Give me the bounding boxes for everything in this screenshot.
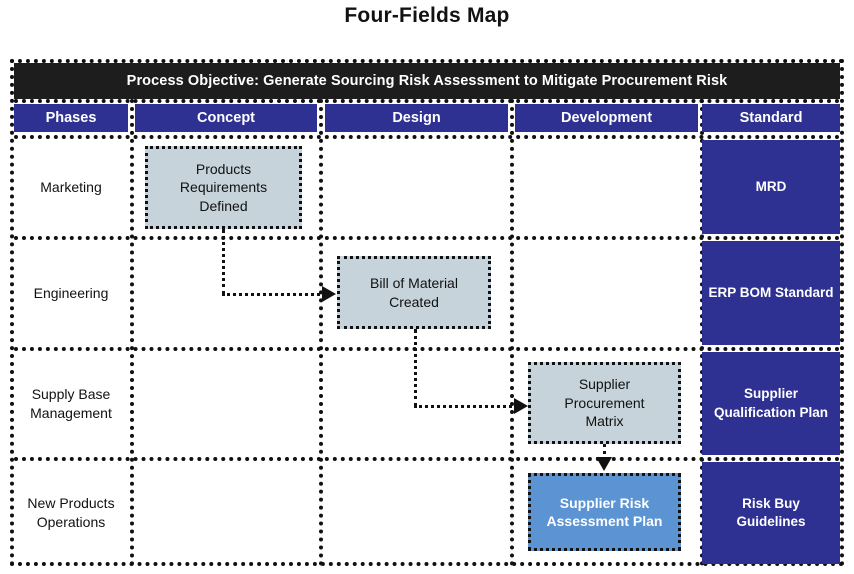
connector-bom-to-spm-vertical <box>414 329 417 407</box>
phase-label-marketing: Marketing <box>40 178 102 195</box>
four-fields-map-frame <box>10 59 844 566</box>
standard-cell-mrd: MRD <box>702 140 840 234</box>
page-title: Four-Fields Map <box>344 4 510 27</box>
grid-separator-col-phases <box>130 99 134 566</box>
arrow-bom-to-spm-icon <box>514 398 528 414</box>
column-header-concept: Concept <box>135 104 317 132</box>
phase-label-engineering: Engineering <box>33 284 109 301</box>
connector-bom-to-spm-horizontal <box>414 405 524 408</box>
process-objective-banner: Process Objective: Generate Sourcing Ris… <box>14 63 840 99</box>
standard-cell-erp-bom-standard: ERP BOM Standard <box>702 241 840 345</box>
grid-separator-col-design <box>510 99 514 566</box>
grid-separator-header-bottom <box>14 135 840 139</box>
grid-separator-row-2 <box>14 347 840 351</box>
column-header-design: Design <box>325 104 508 132</box>
grid-separator-col-concept <box>319 99 323 566</box>
column-header-standard: Standard <box>702 104 840 132</box>
arrow-prd-to-bom-icon <box>322 286 336 302</box>
grid-separator-row-1 <box>14 236 840 240</box>
connector-spm-to-srap-vertical <box>603 444 606 460</box>
connector-prd-to-bom-horizontal <box>222 293 332 296</box>
grid-separator-header <box>14 99 840 103</box>
column-header-development: Development <box>515 104 698 132</box>
arrow-spm-to-srap-icon <box>596 457 612 471</box>
column-header-phases: Phases <box>14 104 128 132</box>
grid-separator-row-3 <box>14 457 840 461</box>
connector-prd-to-bom-vertical <box>222 229 225 295</box>
